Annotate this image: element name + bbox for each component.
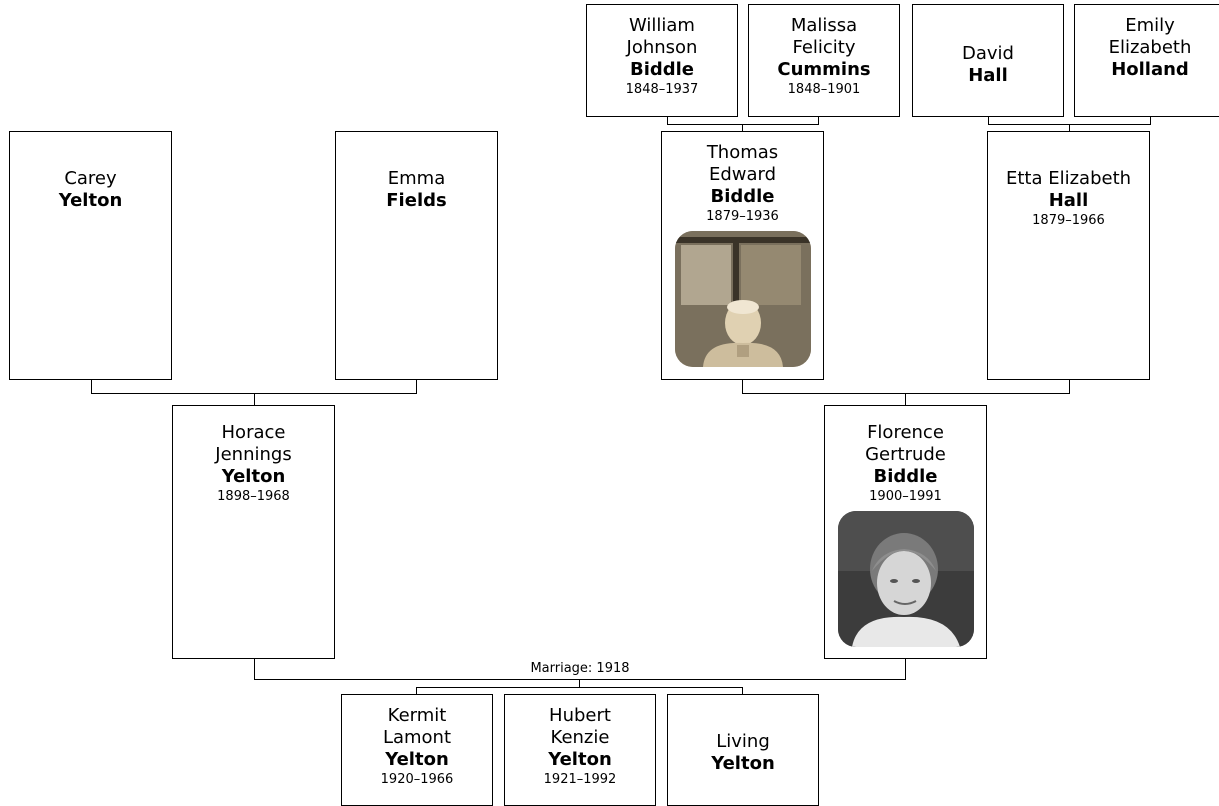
person-box-hubert-yelton[interactable]: Hubert Kenzie Yelton 1921–1992 bbox=[504, 694, 656, 806]
given-name: Hubert Kenzie bbox=[549, 705, 611, 748]
surname: Yelton bbox=[385, 749, 449, 770]
portrait-photo[interactable] bbox=[837, 511, 974, 647]
connector bbox=[416, 687, 417, 695]
connector bbox=[254, 393, 255, 406]
connector bbox=[905, 393, 906, 406]
connector bbox=[667, 124, 819, 125]
given-name: Living bbox=[716, 731, 770, 752]
person-box-florence-biddle[interactable]: Florence Gertrude Biddle 1900–1991 bbox=[824, 405, 987, 659]
surname: Yelton bbox=[58, 190, 123, 211]
life-dates: 1900–1991 bbox=[869, 489, 942, 504]
surname: Biddle bbox=[873, 466, 938, 487]
person-box-william-biddle[interactable]: William Johnson Biddle 1848–1937 bbox=[586, 4, 738, 117]
person-box-kermit-yelton[interactable]: Kermit Lamont Yelton 1920–1966 bbox=[341, 694, 493, 806]
surname: Biddle bbox=[629, 59, 695, 80]
connector bbox=[818, 117, 819, 124]
person-box-etta-hall[interactable]: Etta Elizabeth Hall 1879–1966 bbox=[987, 131, 1150, 380]
given-name: William Johnson bbox=[626, 15, 698, 58]
connector bbox=[416, 380, 417, 393]
person-box-carey-yelton[interactable]: Carey Yelton bbox=[9, 131, 172, 380]
connector bbox=[742, 124, 743, 132]
given-name: Thomas Edward bbox=[706, 142, 779, 185]
person-box-horace-yelton[interactable]: Horace Jennings Yelton 1898–1968 bbox=[172, 405, 335, 659]
given-name: David bbox=[962, 43, 1014, 64]
person-box-malissa-cummins[interactable]: Malissa Felicity Cummins 1848–1901 bbox=[748, 4, 900, 117]
given-name: Kermit Lamont bbox=[382, 705, 452, 748]
connector bbox=[1150, 117, 1151, 124]
life-dates: 1848–1901 bbox=[787, 82, 861, 97]
given-name: Horace Jennings bbox=[215, 422, 292, 465]
connector bbox=[742, 380, 743, 393]
person-box-emily-holland[interactable]: Emily Elizabeth Holland bbox=[1074, 4, 1219, 117]
life-dates: 1879–1966 bbox=[1032, 213, 1105, 228]
surname: Biddle bbox=[710, 186, 775, 207]
given-name: Etta Elizabeth bbox=[1005, 168, 1132, 189]
connector bbox=[988, 117, 989, 124]
connector bbox=[91, 380, 92, 393]
connector bbox=[905, 659, 906, 679]
connector bbox=[579, 679, 580, 687]
marriage-line bbox=[254, 679, 906, 680]
surname: Hall bbox=[968, 65, 1008, 86]
surname: Yelton bbox=[548, 749, 612, 770]
given-name: Emily Elizabeth bbox=[1108, 15, 1192, 58]
given-name: Florence Gertrude bbox=[865, 422, 946, 465]
person-box-emma-fields[interactable]: Emma Fields bbox=[335, 131, 498, 380]
life-dates: 1920–1966 bbox=[380, 772, 454, 787]
surname: Yelton bbox=[711, 753, 775, 774]
given-name: Emma bbox=[387, 168, 446, 189]
children-line bbox=[416, 687, 743, 688]
connector bbox=[1069, 124, 1070, 132]
surname: Holland bbox=[1111, 59, 1189, 80]
life-dates: 1848–1937 bbox=[625, 82, 699, 97]
connector bbox=[742, 687, 743, 695]
portrait-photo[interactable] bbox=[674, 231, 811, 367]
surname: Fields bbox=[386, 190, 447, 211]
connector bbox=[254, 659, 255, 679]
given-name: Malissa Felicity bbox=[790, 15, 858, 58]
connector bbox=[667, 117, 668, 124]
life-dates: 1898–1968 bbox=[217, 489, 290, 504]
life-dates: 1921–1992 bbox=[543, 772, 617, 787]
surname: Hall bbox=[1048, 190, 1089, 211]
connector bbox=[742, 393, 1070, 394]
given-name: Carey bbox=[64, 168, 117, 189]
person-box-david-hall[interactable]: David Hall bbox=[912, 4, 1064, 117]
surname: Cummins bbox=[777, 59, 871, 80]
connector bbox=[1069, 380, 1070, 393]
surname: Yelton bbox=[221, 466, 286, 487]
life-dates: 1879–1936 bbox=[706, 209, 779, 224]
person-box-thomas-biddle[interactable]: Thomas Edward Biddle 1879–1936 bbox=[661, 131, 824, 380]
person-box-living-yelton[interactable]: Living Yelton bbox=[667, 694, 819, 806]
marriage-label: Marriage: 1918 bbox=[505, 661, 655, 677]
